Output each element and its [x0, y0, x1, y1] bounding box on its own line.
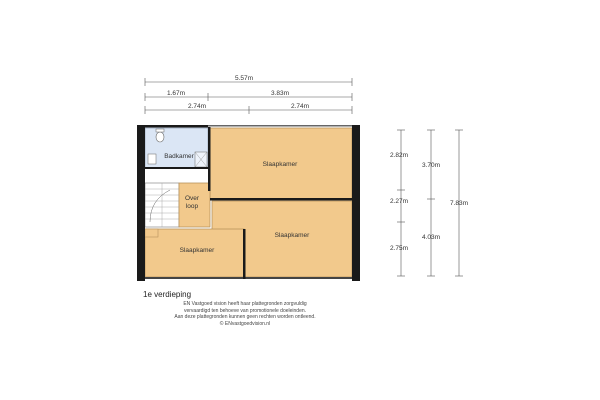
vertical-dimensions: 2.82m 2.27m 2.75m 3.70m 4.03m 7.83m [390, 129, 468, 277]
sink-icon [147, 153, 157, 165]
label-badkamer: Badkamer [164, 153, 194, 160]
floor-label: 1e verdieping [143, 290, 192, 299]
label-overloop-2: loop [186, 203, 199, 210]
disclaimer: EN Vastgoed vision heeft haar plattegron… [120, 301, 370, 327]
closet [144, 228, 159, 238]
label-overloop-1: Over [185, 195, 200, 202]
disclaimer-line: EN Vastgoed vision heeft haar plattegron… [183, 301, 307, 307]
dim-bottom-left: 2.74m [188, 103, 206, 110]
horizontal-dimensions: 5.57m 1.67m 3.83m 2.74m 2.74m [144, 75, 353, 114]
disclaimer-line: © ENvastgoedvision.nl [219, 320, 271, 327]
disclaimer-line: vervaardigd ten behoeve van promotionele… [183, 307, 307, 314]
label-slaapkamer-top: Slaapkamer [263, 161, 299, 168]
dim-top-right: 3.83m [271, 90, 289, 97]
toilet-icon [155, 131, 165, 143]
room-slaapkamer-left [144, 228, 245, 278]
label-slaapkamer-right: Slaapkamer [275, 232, 311, 239]
disclaimer-line: Aan deze plattegronden kunnen geen recht… [174, 314, 316, 320]
dim-right-a1: 2.82m [390, 152, 408, 159]
dim-right-a2: 2.27m [390, 198, 408, 205]
dim-bottom-right: 2.74m [291, 103, 309, 110]
label-slaapkamer-left: Slaapkamer [180, 247, 216, 254]
dim-right-a3: 2.75m [390, 245, 408, 252]
dim-right-b1: 3.70m [422, 162, 440, 169]
dim-right-total: 7.83m [450, 200, 468, 207]
dim-right-b2: 4.03m [422, 234, 440, 241]
dim-top-left: 1.67m [167, 90, 185, 97]
rooms [144, 127, 353, 278]
room-labels: Badkamer Slaapkamer Over loop Slaapkamer… [164, 153, 310, 254]
dim-top-total: 5.57m [235, 75, 253, 82]
walls [137, 125, 360, 281]
room-overloop [178, 182, 211, 228]
